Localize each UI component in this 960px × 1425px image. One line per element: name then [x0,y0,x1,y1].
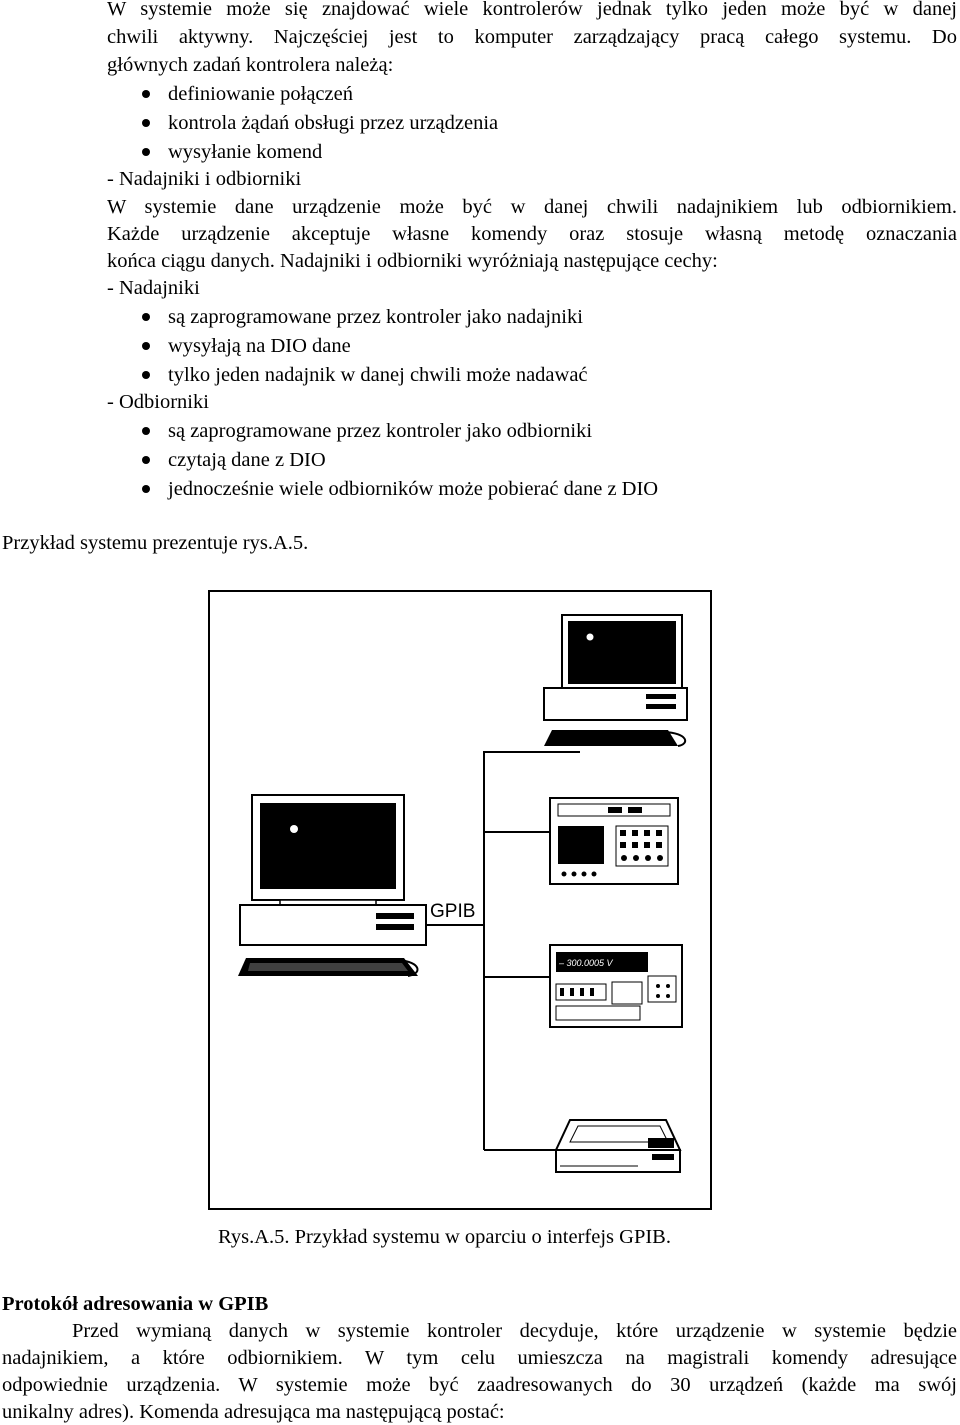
talker-item-3: tylko jeden nadajnik w danej chwili może… [168,364,588,386]
printer-icon [554,1119,682,1173]
talkers-listeners-para-1: W systemie dane urządzenie może być w da… [107,196,957,218]
bullet-icon [142,313,150,321]
bullet-icon [142,342,150,350]
listener-computer-icon [543,614,688,747]
listener-item-3: jednocześnie wiele odbiorników może pobi… [168,478,659,500]
protocol-heading: Protokół adresowania w GPIB [2,1293,269,1315]
listener-item-1: są zaprogramowane przez kontroler jako o… [168,420,593,442]
gpib-system-figure: GPIB – 300.0005 V [208,590,712,1210]
talkers-heading: - Nadajniki [107,277,200,299]
controller-computer-icon [238,794,427,977]
intro-line-2: chwili aktywny. Najczęściej jest to komp… [107,26,957,48]
protocol-line-2: nadajnikiem, a które odbiornikiem. W tym… [2,1347,957,1369]
gpib-bus-lines [406,751,580,1151]
intro-line-3: głównych zadań kontrolera należą: [107,54,394,76]
protocol-line-4: unikalny adres). Komenda adresująca ma n… [2,1401,505,1423]
bullet-icon [142,119,150,127]
gpib-bus-label: GPIB [430,901,475,922]
controller-task-1: definiowanie połączeń [168,83,353,105]
figure-caption: Rys.A.5. Przykład systemu w oparciu o in… [218,1226,671,1248]
bullet-icon [142,90,150,98]
oscilloscope-icon [549,797,679,885]
protocol-line-1: Przed wymianą danych w systemie kontrole… [72,1320,957,1342]
talkers-listeners-para-2: Każde urządzenie akceptuje własne komend… [107,223,957,245]
multimeter-display-reading: – 300.0005 V [558,958,614,968]
multimeter-icon: – 300.0005 V [549,944,683,1028]
controller-task-3: wysyłanie komend [168,141,323,163]
bullet-icon [142,456,150,464]
protocol-line-3: odpowiednie urządzenia. W systemie może … [2,1374,957,1396]
example-reference: Przykład systemu prezentuje rys.A.5. [2,532,309,554]
bullet-icon [142,148,150,156]
bullet-icon [142,427,150,435]
talkers-listeners-para-3: końca ciągu danych. Nadajniki i odbiorni… [107,250,718,272]
listeners-heading: - Odbiorniki [107,391,209,413]
listener-item-2: czytają dane z DIO [168,449,326,471]
controller-task-2: kontrola żądań obsługi przez urządzenia [168,112,499,134]
talker-item-2: wysyłają na DIO dane [168,335,351,357]
intro-line-1: W systemie może się znajdować wiele kont… [107,0,957,20]
bullet-icon [142,371,150,379]
talker-item-1: są zaprogramowane przez kontroler jako n… [168,306,583,328]
talkers-listeners-heading: - Nadajniki i odbiorniki [107,168,302,190]
bullet-icon [142,485,150,493]
